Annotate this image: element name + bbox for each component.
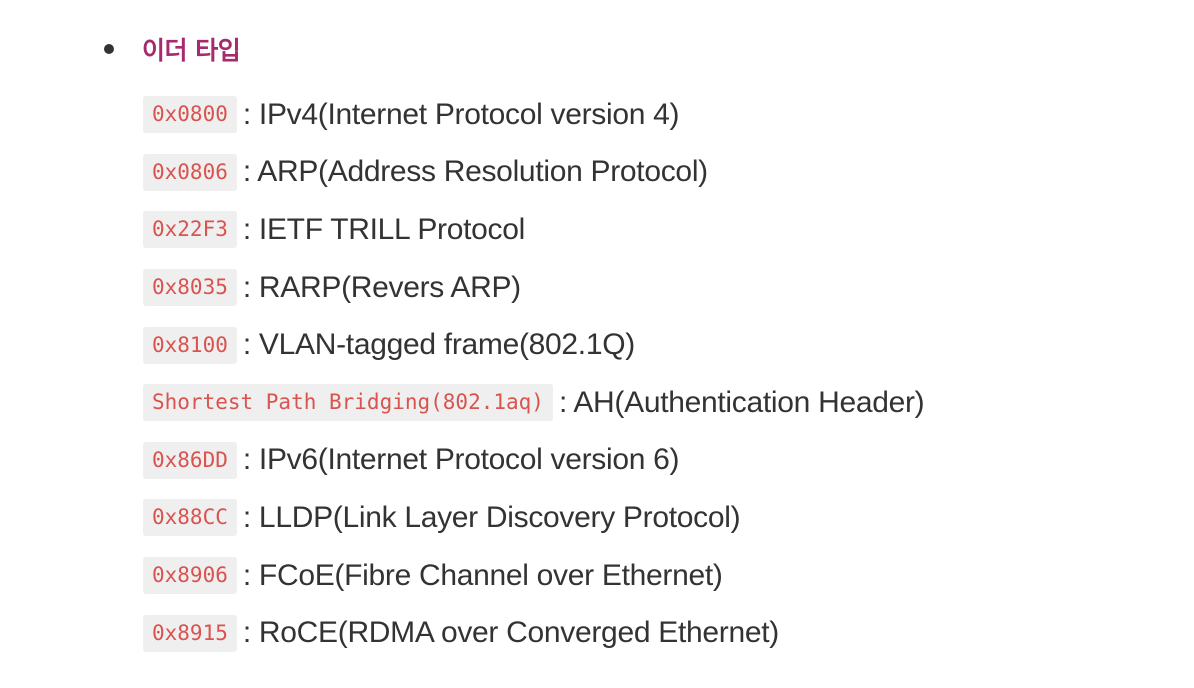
- ethertype-code: 0x0800: [143, 96, 237, 134]
- list-item: 0x0806 : ARP(Address Resolution Protocol…: [143, 144, 924, 202]
- ethertype-description: : FCoE(Fibre Channel over Ethernet): [242, 558, 723, 592]
- ethertype-code: 0x86DD: [143, 441, 237, 479]
- ethertype-description: : ARP(Address Resolution Protocol): [242, 155, 708, 189]
- ethertype-code: Shortest Path Bridging(802.1aq): [143, 384, 553, 422]
- ethertype-description: : IPv6(Internet Protocol version 6): [242, 443, 680, 477]
- ethertype-description: : AH(Authentication Header): [558, 385, 925, 419]
- list-item: 0x8100 : VLAN-tagged frame(802.1Q): [143, 316, 924, 374]
- list-item: Shortest Path Bridging(802.1aq) : AH(Aut…: [143, 374, 925, 432]
- ethertype-description: : RARP(Revers ARP): [242, 270, 521, 304]
- ethertype-code: 0x0806: [143, 153, 237, 191]
- ethertype-description: : LLDP(Link Layer Discovery Protocol): [242, 500, 741, 534]
- ethertype-description: : IETF TRILL Protocol: [242, 212, 525, 246]
- section-heading: 이더 타입: [142, 36, 241, 65]
- list-item: 0x8915 : RoCE(RDMA over Converged Ethern…: [143, 604, 924, 662]
- bullet-icon: [104, 44, 114, 54]
- ethertype-code: 0x8100: [143, 326, 237, 364]
- ethertype-description: : RoCE(RDMA over Converged Ethernet): [242, 616, 779, 650]
- ethertype-code: 0x88CC: [143, 499, 237, 537]
- ethertype-code: 0x22F3: [143, 211, 237, 249]
- list-item: 0x8035 : RARP(Revers ARP): [143, 259, 924, 317]
- list-item: 0x0800 : IPv4(Internet Protocol version …: [143, 86, 924, 144]
- list-item: 0x22F3 : IETF TRILL Protocol: [143, 201, 924, 259]
- ethertype-code: 0x8035: [143, 269, 237, 307]
- list-item: 0x88CC : LLDP(Link Layer Discovery Proto…: [143, 489, 924, 547]
- ethertype-description: : VLAN-tagged frame(802.1Q): [242, 328, 635, 362]
- ethertype-code: 0x8906: [143, 557, 237, 595]
- ethertype-description: : IPv4(Internet Protocol version 4): [242, 97, 680, 131]
- section-heading-row: 이더 타입: [104, 28, 241, 70]
- ethertype-code: 0x8915: [143, 614, 237, 652]
- list-item: 0x86DD : IPv6(Internet Protocol version …: [143, 432, 924, 490]
- list-item: 0x8906 : FCoE(Fibre Channel over Etherne…: [143, 547, 924, 605]
- ethertype-list: 0x0800 : IPv4(Internet Protocol version …: [143, 86, 925, 662]
